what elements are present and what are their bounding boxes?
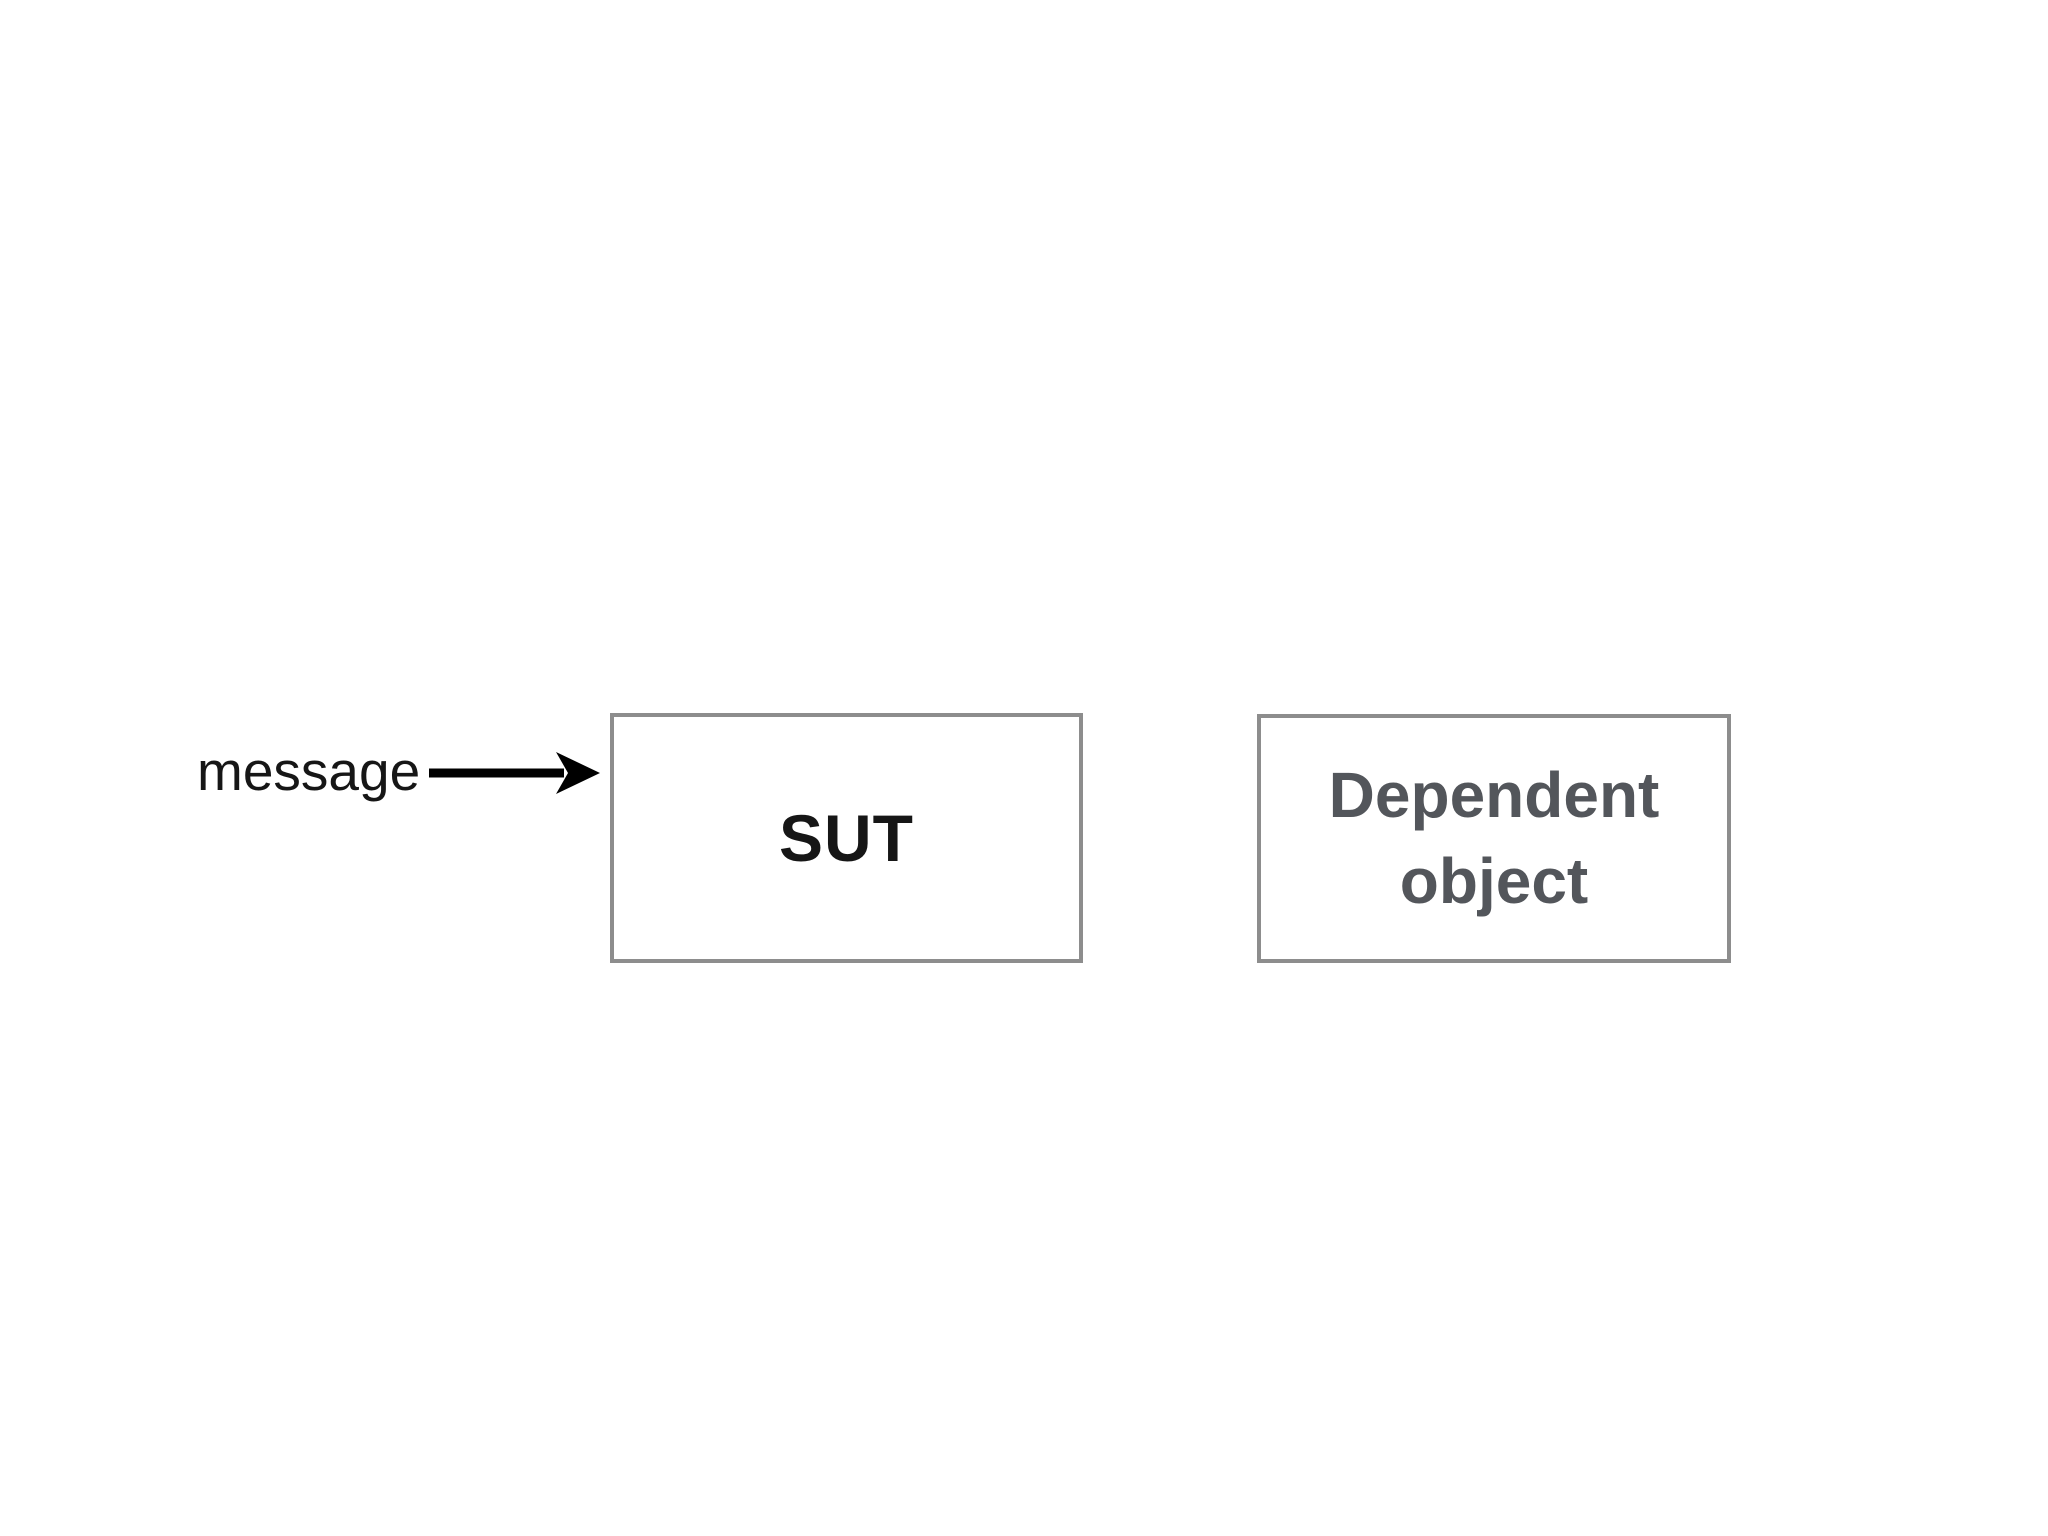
message-label: message <box>197 740 421 802</box>
right-arrow-icon <box>429 752 600 794</box>
dependent-object-box-label: Dependent object <box>1328 759 1660 917</box>
sut-box-label: SUT <box>779 801 914 875</box>
dependent-object-box: Dependent object <box>1257 714 1731 963</box>
sut-box: SUT <box>610 713 1083 963</box>
